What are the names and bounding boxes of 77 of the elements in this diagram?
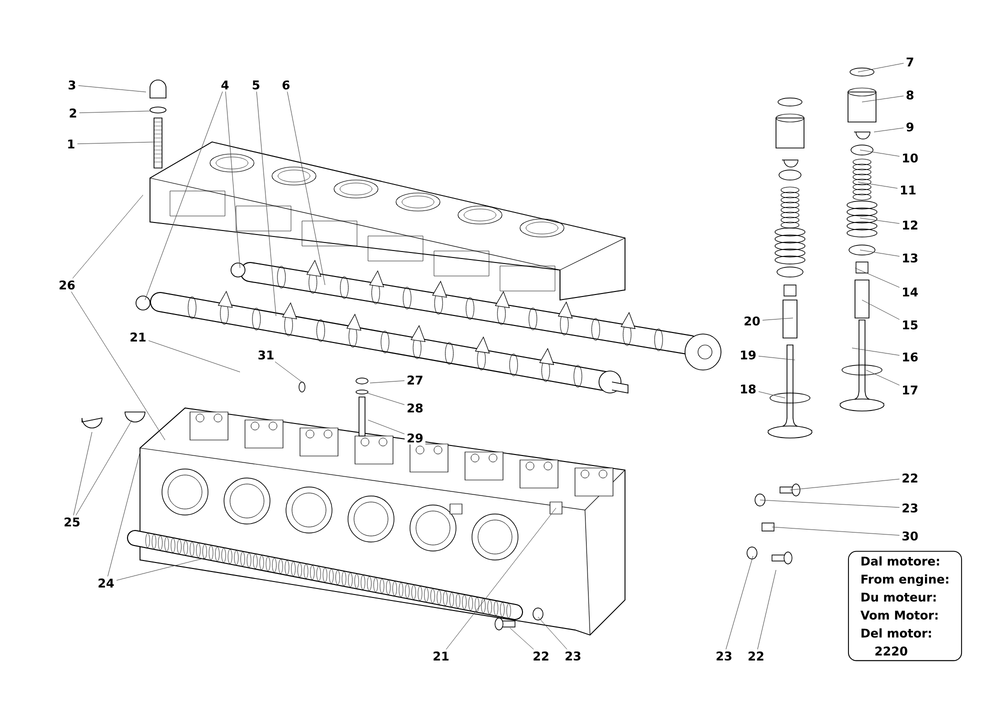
callout-number: 14 [900,286,920,298]
callout-number: 12 [900,218,920,232]
callout-number: 29 [404,431,426,445]
callout-number: 28 [404,401,426,415]
leader-line [366,392,405,405]
leader-line [858,62,904,72]
leader-line [762,318,794,320]
callout-number: 21 [430,650,452,662]
callout-number: 11 [898,184,918,196]
leader-line [148,340,240,372]
callout-number: 21 [128,330,148,344]
callout-number: 30 [900,529,920,543]
callout-number: 20 [742,314,762,328]
callout-number: 3 [66,78,78,92]
callout-number: 17 [900,384,920,396]
leader-line [862,300,900,320]
leader-line [854,268,900,288]
callout-number: 5 [250,78,262,92]
leader-line [76,420,132,516]
callout-number: 15 [900,318,920,332]
callout-number: 22 [900,472,920,484]
leader-line [71,291,166,440]
leader-line [370,380,405,384]
leader-line [862,96,904,102]
leader-line [510,628,534,650]
leader-line [874,128,904,132]
callout-number: 18 [738,382,758,396]
leader-line [116,558,206,581]
callout-number: 16 [900,350,920,364]
leader-line [225,91,240,268]
leader-line [726,556,754,650]
callout-number: 6 [280,78,292,92]
leader-line [72,194,144,278]
callout-number: 9 [904,120,916,134]
leader-line [77,142,156,144]
callout-number: 23 [714,649,734,663]
leader-line [860,150,900,157]
leader-line [368,420,405,434]
leader-line [144,91,223,300]
callout-number: 10 [900,151,920,165]
callout-number: 19 [738,348,758,362]
leader-line [866,370,900,386]
callout-number: 22 [746,650,766,662]
leader-line [790,478,900,490]
callout-number: 23 [900,501,920,515]
leader-line [760,500,900,508]
leader-line [446,508,556,650]
callout-number: 4 [218,78,232,92]
callout-number: 7 [904,56,916,68]
callout-number: 2 [66,106,80,120]
callout-number: 23 [562,649,584,663]
leader-line [772,526,900,536]
leader-line [73,432,92,516]
callout-number: 8 [904,88,916,102]
leader-line [758,356,796,360]
callout-number: 31 [256,348,276,362]
leader-line [860,250,900,257]
leader-line [287,91,326,286]
leader-line [78,85,146,92]
leader-line [274,361,302,382]
callout-number: 25 [62,515,82,529]
info-box: Dal motore: From engine: Du moteur: Vom Motor: Del motor: 2220 [848,550,962,662]
callout-number: 22 [530,650,552,662]
leader-line [858,182,898,189]
callout-number: 27 [404,374,426,386]
callout-number: 26 [56,278,78,292]
callout-number: 24 [96,576,116,590]
leader-line [79,110,150,114]
leader-line [860,218,900,224]
leader-line [757,570,776,650]
callout-number: 1 [64,138,78,150]
leader-line [852,348,900,356]
leader-line [758,391,786,398]
leader-line [107,452,140,577]
leader-line [256,91,276,316]
leader-line [538,616,568,650]
callout-number: 13 [900,251,920,265]
